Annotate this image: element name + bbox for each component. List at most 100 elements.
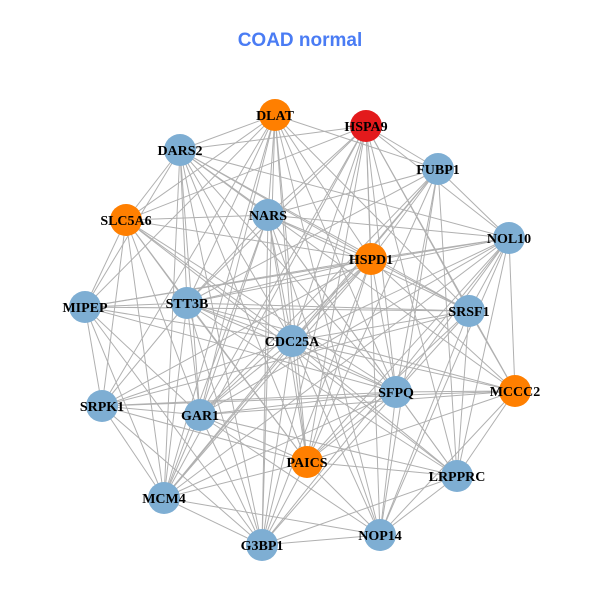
node-NARS[interactable]: NARS: [249, 199, 287, 231]
node-label: LRPPRC: [429, 470, 486, 485]
edge-STT3B-SRSF1: [186, 302, 470, 312]
node-SFPQ[interactable]: SFPQ: [378, 376, 414, 408]
edges-layer: [84, 114, 516, 546]
edge-SLC5A6-MCM4: [125, 219, 165, 499]
edge-DLAT-MIPEP: [84, 114, 276, 308]
node-label: G3BP1: [241, 539, 284, 554]
edge-MIPEP-STT3B: [84, 302, 188, 308]
edge-MIPEP-MCM4: [84, 306, 165, 499]
edge-NARS-G3BP1: [261, 214, 269, 546]
node-label: GAR1: [181, 409, 219, 424]
node-label: MCM4: [142, 492, 186, 507]
node-label: MCCC2: [490, 385, 541, 400]
edge-HSPA9-NARS: [267, 125, 367, 216]
edge-SLC5A6-CDC25A: [125, 219, 293, 342]
chart-title: COAD normal: [237, 30, 363, 51]
edge-DLAT-PAICS: [274, 114, 308, 463]
edge-FUBP1-HSPD1: [370, 168, 439, 260]
node-HSPD1[interactable]: HSPD1: [349, 243, 393, 275]
edge-DLAT-DARS2: [179, 114, 276, 151]
node-MCCC2[interactable]: MCCC2: [490, 375, 541, 407]
node-circle: [453, 295, 485, 327]
edge-DLAT-HSPD1: [274, 114, 372, 260]
edge-NOL10-GAR1: [199, 237, 510, 416]
edge-NOL10-PAICS: [306, 237, 510, 463]
node-label: PAICS: [287, 456, 328, 471]
node-SRSF1[interactable]: SRSF1: [448, 295, 490, 327]
edge-GAR1-LRPPRC: [199, 414, 458, 477]
edge-NARS-NOP14: [267, 214, 381, 536]
edge-DARS2-GAR1: [179, 149, 201, 416]
node-DARS2[interactable]: DARS2: [157, 134, 203, 166]
node-SLC5A6[interactable]: SLC5A6: [100, 204, 152, 236]
edge-DLAT-MCM4: [163, 114, 276, 499]
edge-SRPK1-GAR1: [101, 405, 201, 416]
edge-FUBP1-PAICS: [306, 168, 439, 463]
edge-CDC25A-MCCC2: [291, 340, 516, 392]
node-NOP14[interactable]: NOP14: [358, 519, 402, 551]
node-FUBP1[interactable]: FUBP1: [416, 153, 460, 185]
node-CDC25A[interactable]: CDC25A: [265, 325, 320, 357]
node-label: DARS2: [157, 144, 202, 159]
edge-PAICS-MCM4: [163, 461, 308, 499]
edge-SFPQ-GAR1: [199, 391, 397, 416]
node-label: SLC5A6: [100, 214, 151, 229]
edge-HSPD1-MCM4: [163, 258, 372, 499]
node-label: DLAT: [256, 109, 295, 124]
node-STT3B[interactable]: STT3B: [166, 287, 209, 319]
node-circle: [110, 204, 142, 236]
node-GAR1[interactable]: GAR1: [181, 399, 219, 431]
node-circle: [171, 287, 203, 319]
edge-NARS-STT3B: [186, 214, 269, 304]
edge-CDC25A-PAICS: [291, 340, 308, 463]
edge-HSPA9-DARS2: [179, 125, 367, 151]
node-G3BP1[interactable]: G3BP1: [241, 529, 284, 561]
edge-SLC5A6-HSPD1: [125, 219, 372, 260]
edge-MIPEP-SRPK1: [84, 306, 103, 407]
node-DLAT[interactable]: DLAT: [256, 99, 295, 131]
node-MCM4[interactable]: MCM4: [142, 482, 186, 514]
edge-FUBP1-NOL10: [437, 168, 510, 239]
edge-SRSF1-SRPK1: [101, 310, 470, 407]
edge-NOL10-MCCC2: [508, 237, 516, 392]
node-HSPA9[interactable]: HSPA9: [344, 110, 388, 142]
edge-MCCC2-SFPQ: [395, 390, 516, 393]
edge-HSPD1-MCCC2: [370, 258, 516, 392]
edge-DLAT-NOP14: [274, 114, 381, 536]
edge-NARS-HSPD1: [267, 214, 372, 260]
edge-CDC25A-GAR1: [199, 340, 293, 416]
edge-DLAT-STT3B: [186, 114, 276, 304]
node-label: STT3B: [166, 297, 209, 312]
node-label: CDC25A: [265, 335, 320, 350]
node-label: SRPK1: [80, 400, 124, 415]
node-label: HSPD1: [349, 253, 393, 268]
node-circle: [493, 222, 525, 254]
node-label: NOP14: [358, 529, 402, 544]
node-circle: [252, 199, 284, 231]
node-circle: [499, 375, 531, 407]
edge-MIPEP-SRSF1: [84, 306, 470, 312]
edge-SLC5A6-SFPQ: [125, 219, 397, 393]
node-MIPEP[interactable]: MIPEP: [62, 291, 108, 323]
node-circle: [86, 390, 118, 422]
edge-STT3B-SRPK1: [101, 302, 188, 407]
node-circle: [69, 291, 101, 323]
node-SRPK1[interactable]: SRPK1: [80, 390, 124, 422]
node-LRPPRC[interactable]: LRPPRC: [429, 460, 486, 492]
edge-SFPQ-MCM4: [163, 391, 397, 499]
node-circle: [350, 110, 382, 142]
edge-HSPD1-CDC25A: [291, 258, 372, 342]
node-circle: [291, 446, 323, 478]
node-NOL10[interactable]: NOL10: [487, 222, 531, 254]
node-circle: [148, 482, 180, 514]
node-circle: [184, 399, 216, 431]
edge-DLAT-SLC5A6: [125, 114, 276, 221]
node-PAICS[interactable]: PAICS: [287, 446, 328, 478]
edge-NARS-NOL10: [267, 214, 510, 239]
node-circle: [276, 325, 308, 357]
edge-NOP14-G3BP1: [261, 534, 381, 546]
edge-MCCC2-LRPPRC: [456, 390, 516, 477]
edge-SFPQ-LRPPRC: [395, 391, 458, 477]
edge-PAICS-NOP14: [306, 461, 381, 536]
